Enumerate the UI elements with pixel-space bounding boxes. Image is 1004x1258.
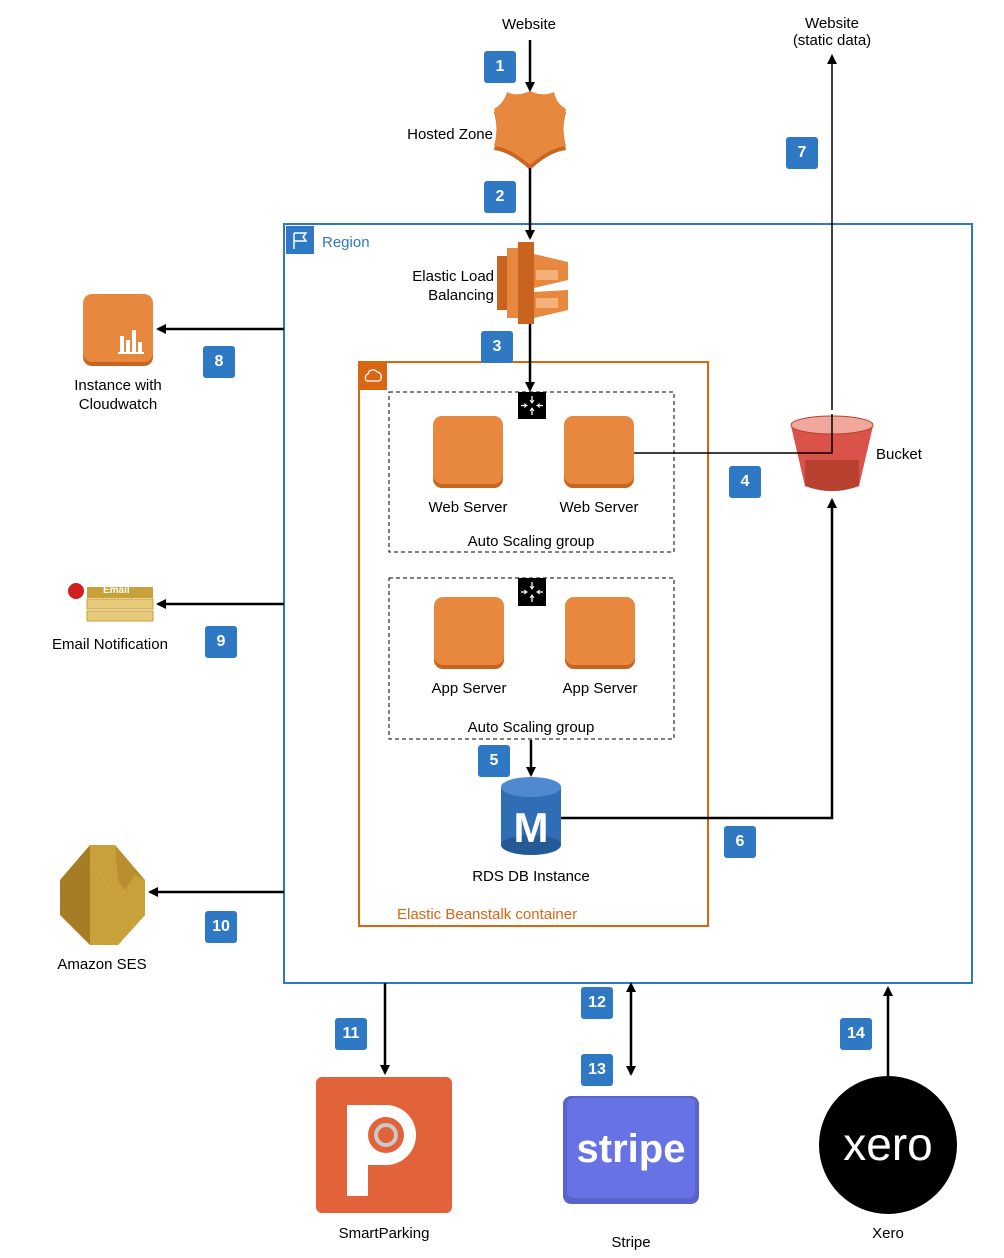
elastic-load-balancing-icon <box>497 242 568 324</box>
step-badge-9: 9 <box>205 626 237 658</box>
amazon-ses-icon <box>60 845 145 945</box>
step-badge-7: 7 <box>786 137 818 169</box>
eb-cloud-icon <box>360 363 387 390</box>
website-label: Website <box>502 16 556 33</box>
hosted-zone-shield-icon <box>494 91 566 170</box>
email-notification-icon <box>68 583 154 622</box>
app-server-icon <box>565 597 635 669</box>
step-badge-3: 3 <box>481 331 513 363</box>
step-badge-10: 10 <box>205 911 237 943</box>
app-server-label: App Server <box>431 680 507 697</box>
web-server-icon <box>433 416 503 488</box>
xero-wordmark: xero <box>843 1118 932 1170</box>
rds-glyph: M <box>514 804 549 851</box>
app-server-label: App Server <box>562 680 638 697</box>
step-badge-11: 11 <box>335 1018 367 1050</box>
email-notification-label: Email Notification <box>52 636 168 653</box>
step-badge-14: 14 <box>840 1018 872 1050</box>
bucket-label: Bucket <box>876 446 922 463</box>
asg-app-label: Auto Scaling group <box>467 719 595 736</box>
stripe-label: Stripe <box>611 1234 651 1251</box>
step-badge-8: 8 <box>203 346 235 378</box>
eb-container-box <box>358 361 709 927</box>
rds-db-icon: M <box>501 777 561 855</box>
step-badge-12: 12 <box>581 987 613 1019</box>
region-flag-icon <box>286 226 314 254</box>
stripe-wordmark: stripe <box>577 1127 686 1171</box>
cloudwatch-instance-icon <box>83 294 153 366</box>
web-server-icon <box>564 416 634 488</box>
smartparking-logo-icon <box>316 1077 452 1213</box>
step-badge-5: 5 <box>478 745 510 777</box>
web-server-label: Web Server <box>428 499 508 516</box>
elb-label: Elastic Load Balancing <box>412 268 494 304</box>
step-badge-13: 13 <box>581 1054 613 1086</box>
cloudwatch-label: Instance with Cloudwatch <box>74 377 162 413</box>
web-server-label: Web Server <box>559 499 639 516</box>
eb-container-label: Elastic Beanstalk container <box>397 906 578 923</box>
step-badge-1: 1 <box>484 51 516 83</box>
rds-label: RDS DB Instance <box>472 868 590 885</box>
step-badge-2: 2 <box>484 181 516 213</box>
autoscaling-icon <box>518 578 546 606</box>
autoscaling-icon <box>518 392 546 419</box>
app-server-icon <box>434 597 504 669</box>
amazon-ses-label: Amazon SES <box>57 956 147 973</box>
asg-web-label: Auto Scaling group <box>467 533 595 550</box>
hosted-zone-label: Hosted Zone <box>407 126 493 143</box>
xero-label: Xero <box>872 1225 904 1242</box>
stripe-logo-icon: stripe <box>563 1096 699 1204</box>
step-badge-6: 6 <box>724 826 756 858</box>
region-label: Region <box>322 234 370 251</box>
smartparking-label: SmartParking <box>338 1225 430 1242</box>
xero-logo-icon: xero <box>819 1076 957 1214</box>
website-static-label: Website (static data) <box>792 15 872 49</box>
step-badge-4: 4 <box>729 466 761 498</box>
email-tag: Email <box>103 585 130 596</box>
